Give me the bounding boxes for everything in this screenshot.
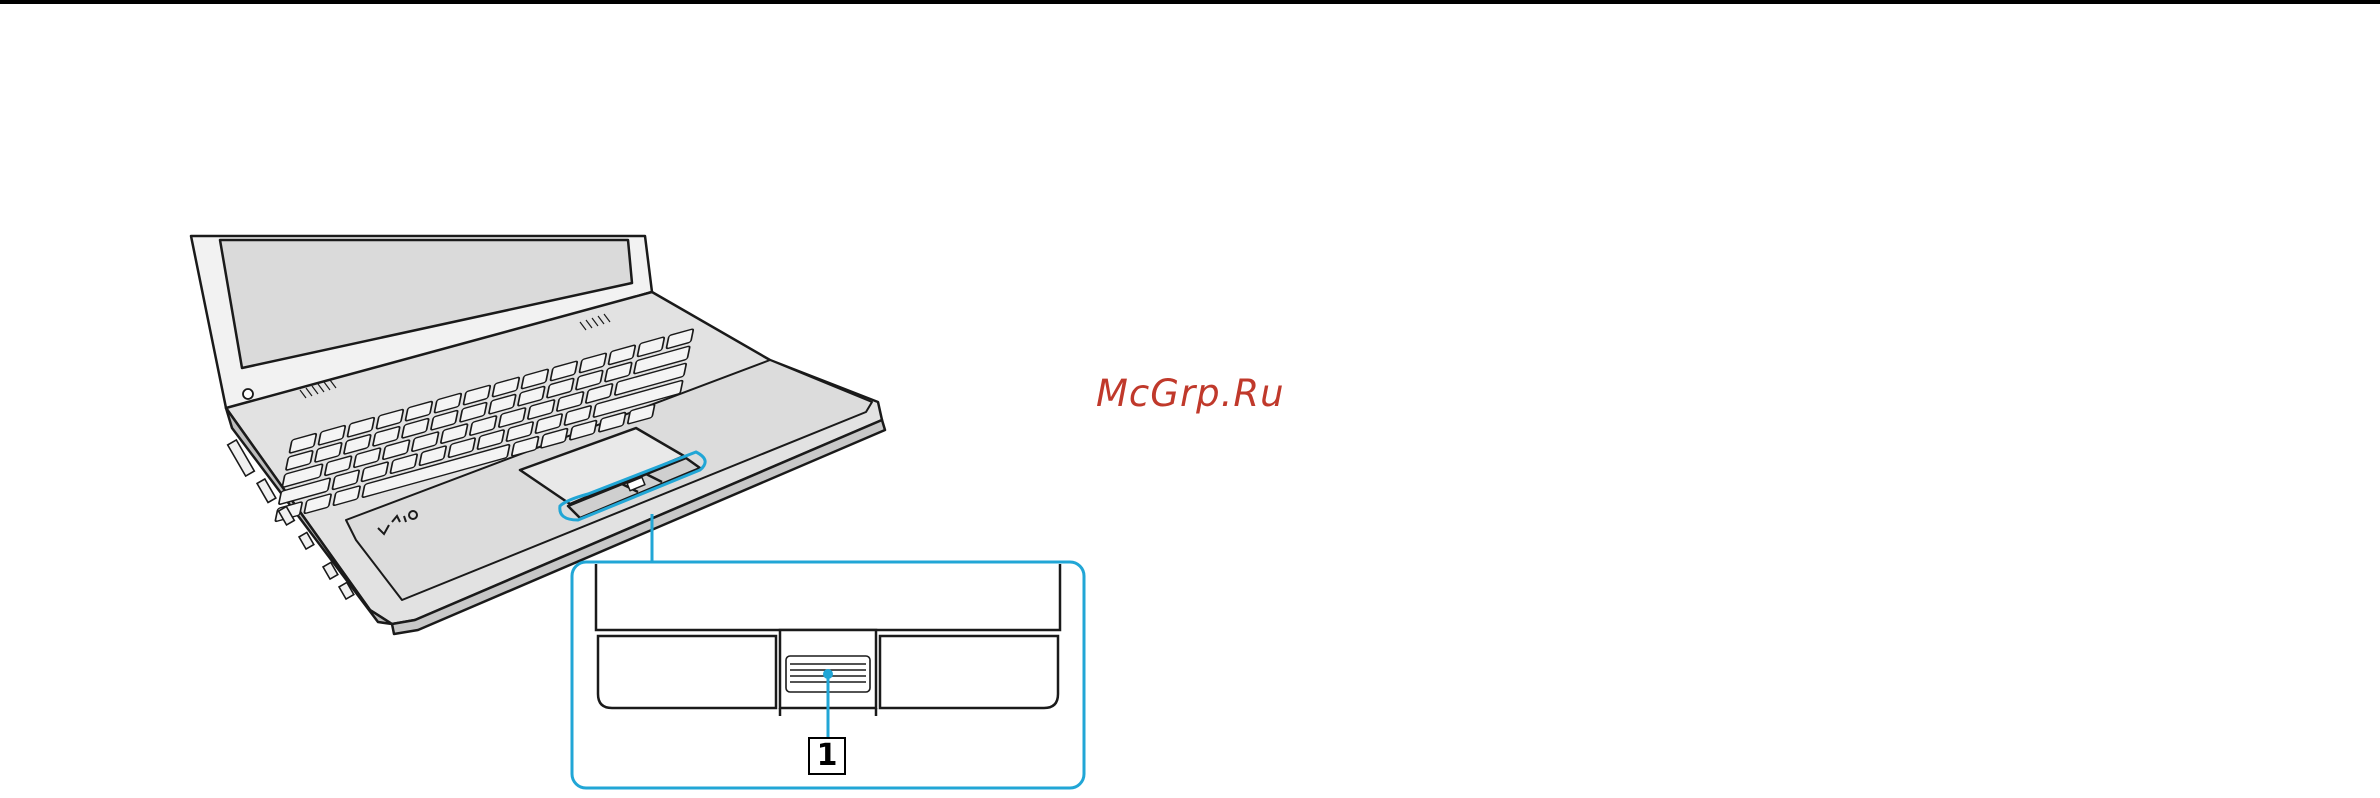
left-button [598,636,776,708]
callout-label-1: 1 [808,737,846,775]
power-indicator-icon [243,389,253,399]
callout-dot [823,669,833,679]
watermark: McGrp.Ru [1096,372,1285,415]
right-button [880,636,1058,708]
